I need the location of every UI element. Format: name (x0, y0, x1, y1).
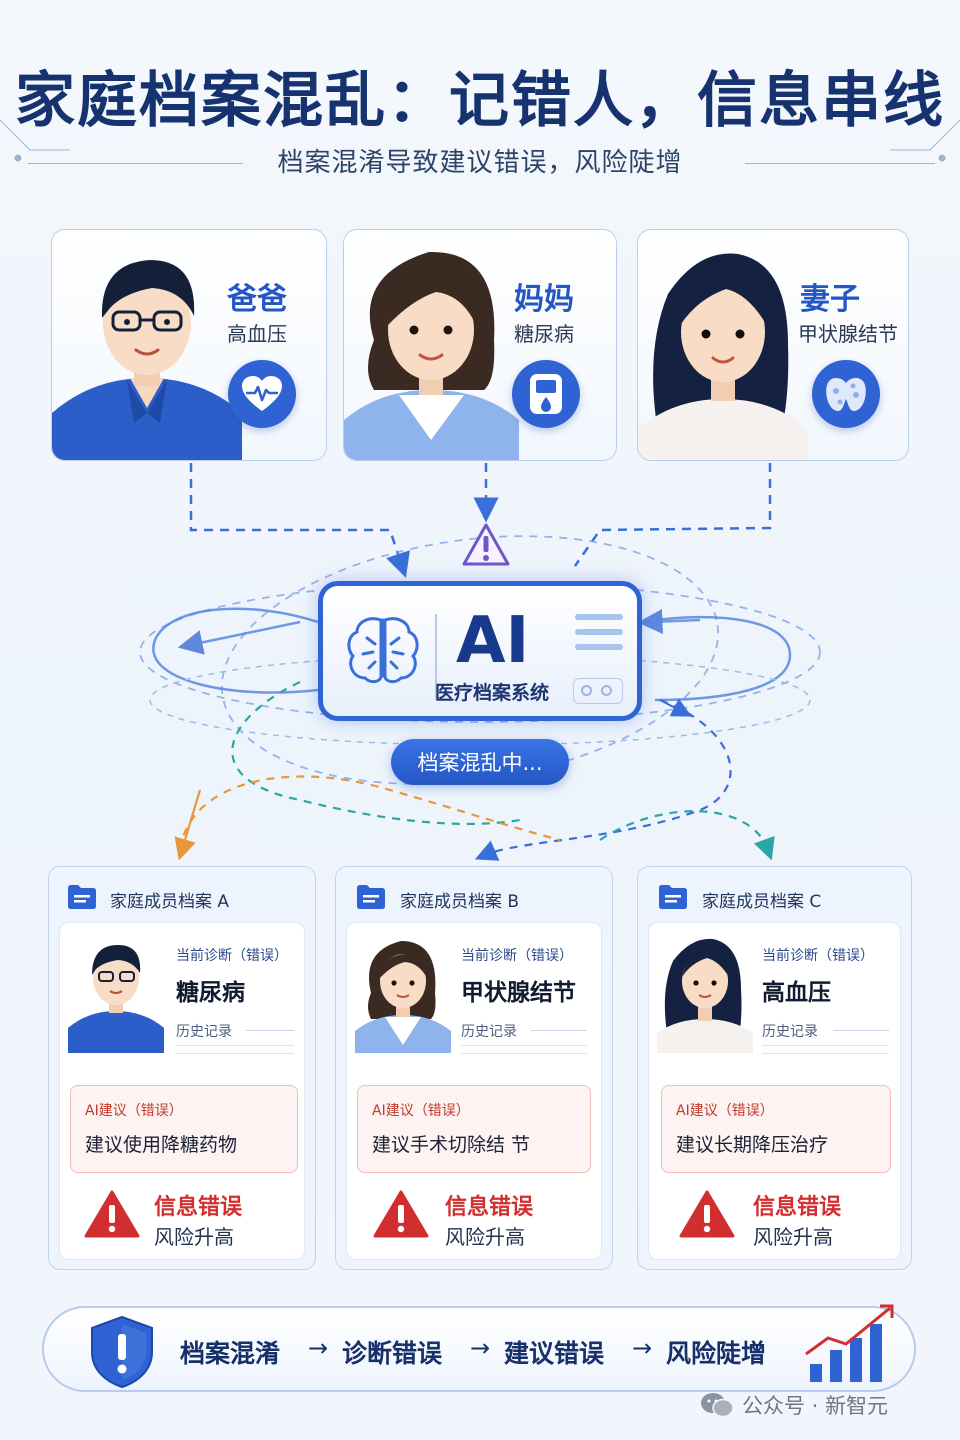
history-line (461, 1045, 587, 1046)
advice-text: 建议手术切除结 节 (372, 1134, 531, 1156)
member-condition: 甲状腺结节 (798, 322, 898, 346)
member-condition: 高血压 (227, 322, 287, 346)
ai-medical-system[interactable]: AI 医疗档案系统 (318, 581, 642, 721)
error-warning-icon (84, 1190, 140, 1238)
subtitle-divider-left (28, 163, 243, 164)
mom-thumbnail (355, 941, 451, 1053)
flow-step-1: 档案混淆 (180, 1339, 281, 1368)
ai-advice-box: AI建议（错误） 建议手术切除结 节 (357, 1085, 591, 1173)
record-body: 当前诊断（错误） 甲状腺结节 历史记录 AI建议（错误） 建议手术切除结 节 信… (346, 922, 602, 1260)
history-line (246, 1030, 294, 1031)
record-card-a[interactable]: 家庭成员档案 A 当前诊断（错误） 糖尿病 历史记录 AI建议（错误） 建议使用… (48, 866, 316, 1270)
circuit-decoration (0, 119, 960, 162)
flow-arrow: → (632, 1334, 653, 1362)
history-label: 历史记录 (176, 1024, 232, 1040)
member-card-dad[interactable]: 爸爸 高血压 (51, 229, 327, 461)
flow-arrow: → (470, 1334, 491, 1362)
history-label: 历史记录 (762, 1024, 818, 1040)
wife-thumbnail (657, 938, 753, 1053)
error-title: 信息错误 (154, 1195, 243, 1220)
diagnosis-label: 当前诊断（错误） (762, 948, 874, 964)
history-label: 历史记录 (461, 1024, 517, 1040)
diagnosis-label: 当前诊断（错误） (176, 948, 288, 964)
diagnosis-value: 糖尿病 (176, 980, 245, 1006)
advice-label: AI建议（错误） (85, 1103, 183, 1119)
advice-text: 建议长期降压治疗 (676, 1134, 829, 1156)
record-body: 当前诊断（错误） 高血压 历史记录 AI建议（错误） 建议长期降压治疗 信息错误… (648, 922, 901, 1260)
diagnosis-value: 甲状腺结节 (461, 980, 576, 1006)
subtitle-divider-right (745, 163, 935, 164)
status-badge: 档案混乱中... (391, 739, 569, 785)
folder-icon (68, 885, 96, 909)
glucose-meter-icon (512, 360, 580, 428)
shield-alert-icon (91, 1315, 153, 1389)
record-card-b[interactable]: 家庭成员档案 B 当前诊断（错误） 甲状腺结节 历史记录 AI建议（错误） 建议… (335, 866, 613, 1270)
member-condition: 糖尿病 (514, 322, 574, 346)
ai-subtitle: 医疗档案系统 (435, 682, 550, 704)
record-body: 当前诊断（错误） 糖尿病 历史记录 AI建议（错误） 建议使用降糖药物 信息错误… (59, 922, 305, 1260)
server-bars-icon (575, 614, 623, 650)
dad-avatar (52, 260, 242, 460)
history-line (833, 1030, 889, 1031)
ai-title: AI (456, 604, 530, 678)
member-name: 妻子 (800, 282, 860, 317)
ai-advice-box: AI建议（错误） 建议长期降压治疗 (661, 1085, 891, 1173)
advice-label: AI建议（错误） (372, 1103, 470, 1119)
watermark-text: 公众号 · 新智元 (742, 1394, 889, 1418)
flow-step-4: 风险陡增 (666, 1339, 767, 1368)
error-warning-icon (679, 1190, 735, 1238)
history-line (176, 1045, 294, 1046)
rising-chart-icon (805, 1304, 894, 1382)
flow-step-3: 建议错误 (504, 1339, 605, 1368)
warning-icon (462, 523, 510, 566)
thyroid-icon (812, 360, 880, 428)
history-line (176, 1053, 294, 1054)
member-card-mom[interactable]: 妈妈 糖尿病 (343, 229, 617, 461)
record-header: 家庭成员档案 A (110, 892, 230, 912)
record-header: 家庭成员档案 B (400, 892, 520, 912)
error-subtitle: 风险升高 (154, 1225, 234, 1249)
ai-box-divider (435, 614, 437, 700)
member-name: 妈妈 (514, 282, 574, 317)
wechat-icon (701, 1393, 734, 1418)
folder-icon (659, 885, 687, 909)
error-subtitle: 风险升高 (445, 1225, 525, 1249)
history-line (461, 1053, 587, 1054)
brain-icon (347, 617, 419, 684)
error-title: 信息错误 (753, 1195, 842, 1220)
ai-advice-box: AI建议（错误） 建议使用降糖药物 (70, 1085, 298, 1173)
flow-step-2: 诊断错误 (342, 1339, 443, 1368)
record-card-c[interactable]: 家庭成员档案 C 当前诊断（错误） 高血压 历史记录 AI建议（错误） 建议长期… (637, 866, 912, 1270)
dad-thumbnail (68, 945, 164, 1053)
member-card-wife[interactable]: 妻子 甲状腺结节 (637, 229, 909, 461)
error-warning-icon (373, 1190, 429, 1238)
watermark: 公众号 · 新智元 (700, 1390, 888, 1420)
risk-flow-bar: 档案混淆 → 诊断错误 → 建议错误 → 风险陡增 (42, 1304, 916, 1392)
history-line (762, 1053, 889, 1054)
folder-icon (357, 885, 385, 909)
error-subtitle: 风险升高 (753, 1225, 833, 1249)
page-title: 家庭档案混乱：记错人，信息串线 (15, 66, 945, 136)
page-subtitle: 档案混淆导致建议错误，风险陡增 (277, 148, 683, 178)
advice-text: 建议使用降糖药物 (85, 1134, 238, 1156)
history-line (762, 1045, 889, 1046)
flow-arrow: → (308, 1334, 329, 1362)
mom-avatar (344, 251, 519, 460)
history-line (531, 1030, 587, 1031)
wife-avatar (638, 253, 808, 460)
record-header: 家庭成员档案 C (702, 892, 822, 912)
diagnosis-label: 当前诊断（错误） (461, 948, 573, 964)
error-title: 信息错误 (445, 1195, 534, 1220)
diagnosis-value: 高血压 (762, 980, 831, 1006)
advice-label: AI建议（错误） (676, 1103, 774, 1119)
member-name: 爸爸 (227, 282, 287, 317)
heart-pulse-icon (228, 360, 296, 428)
indicator-lights-icon (573, 678, 623, 704)
